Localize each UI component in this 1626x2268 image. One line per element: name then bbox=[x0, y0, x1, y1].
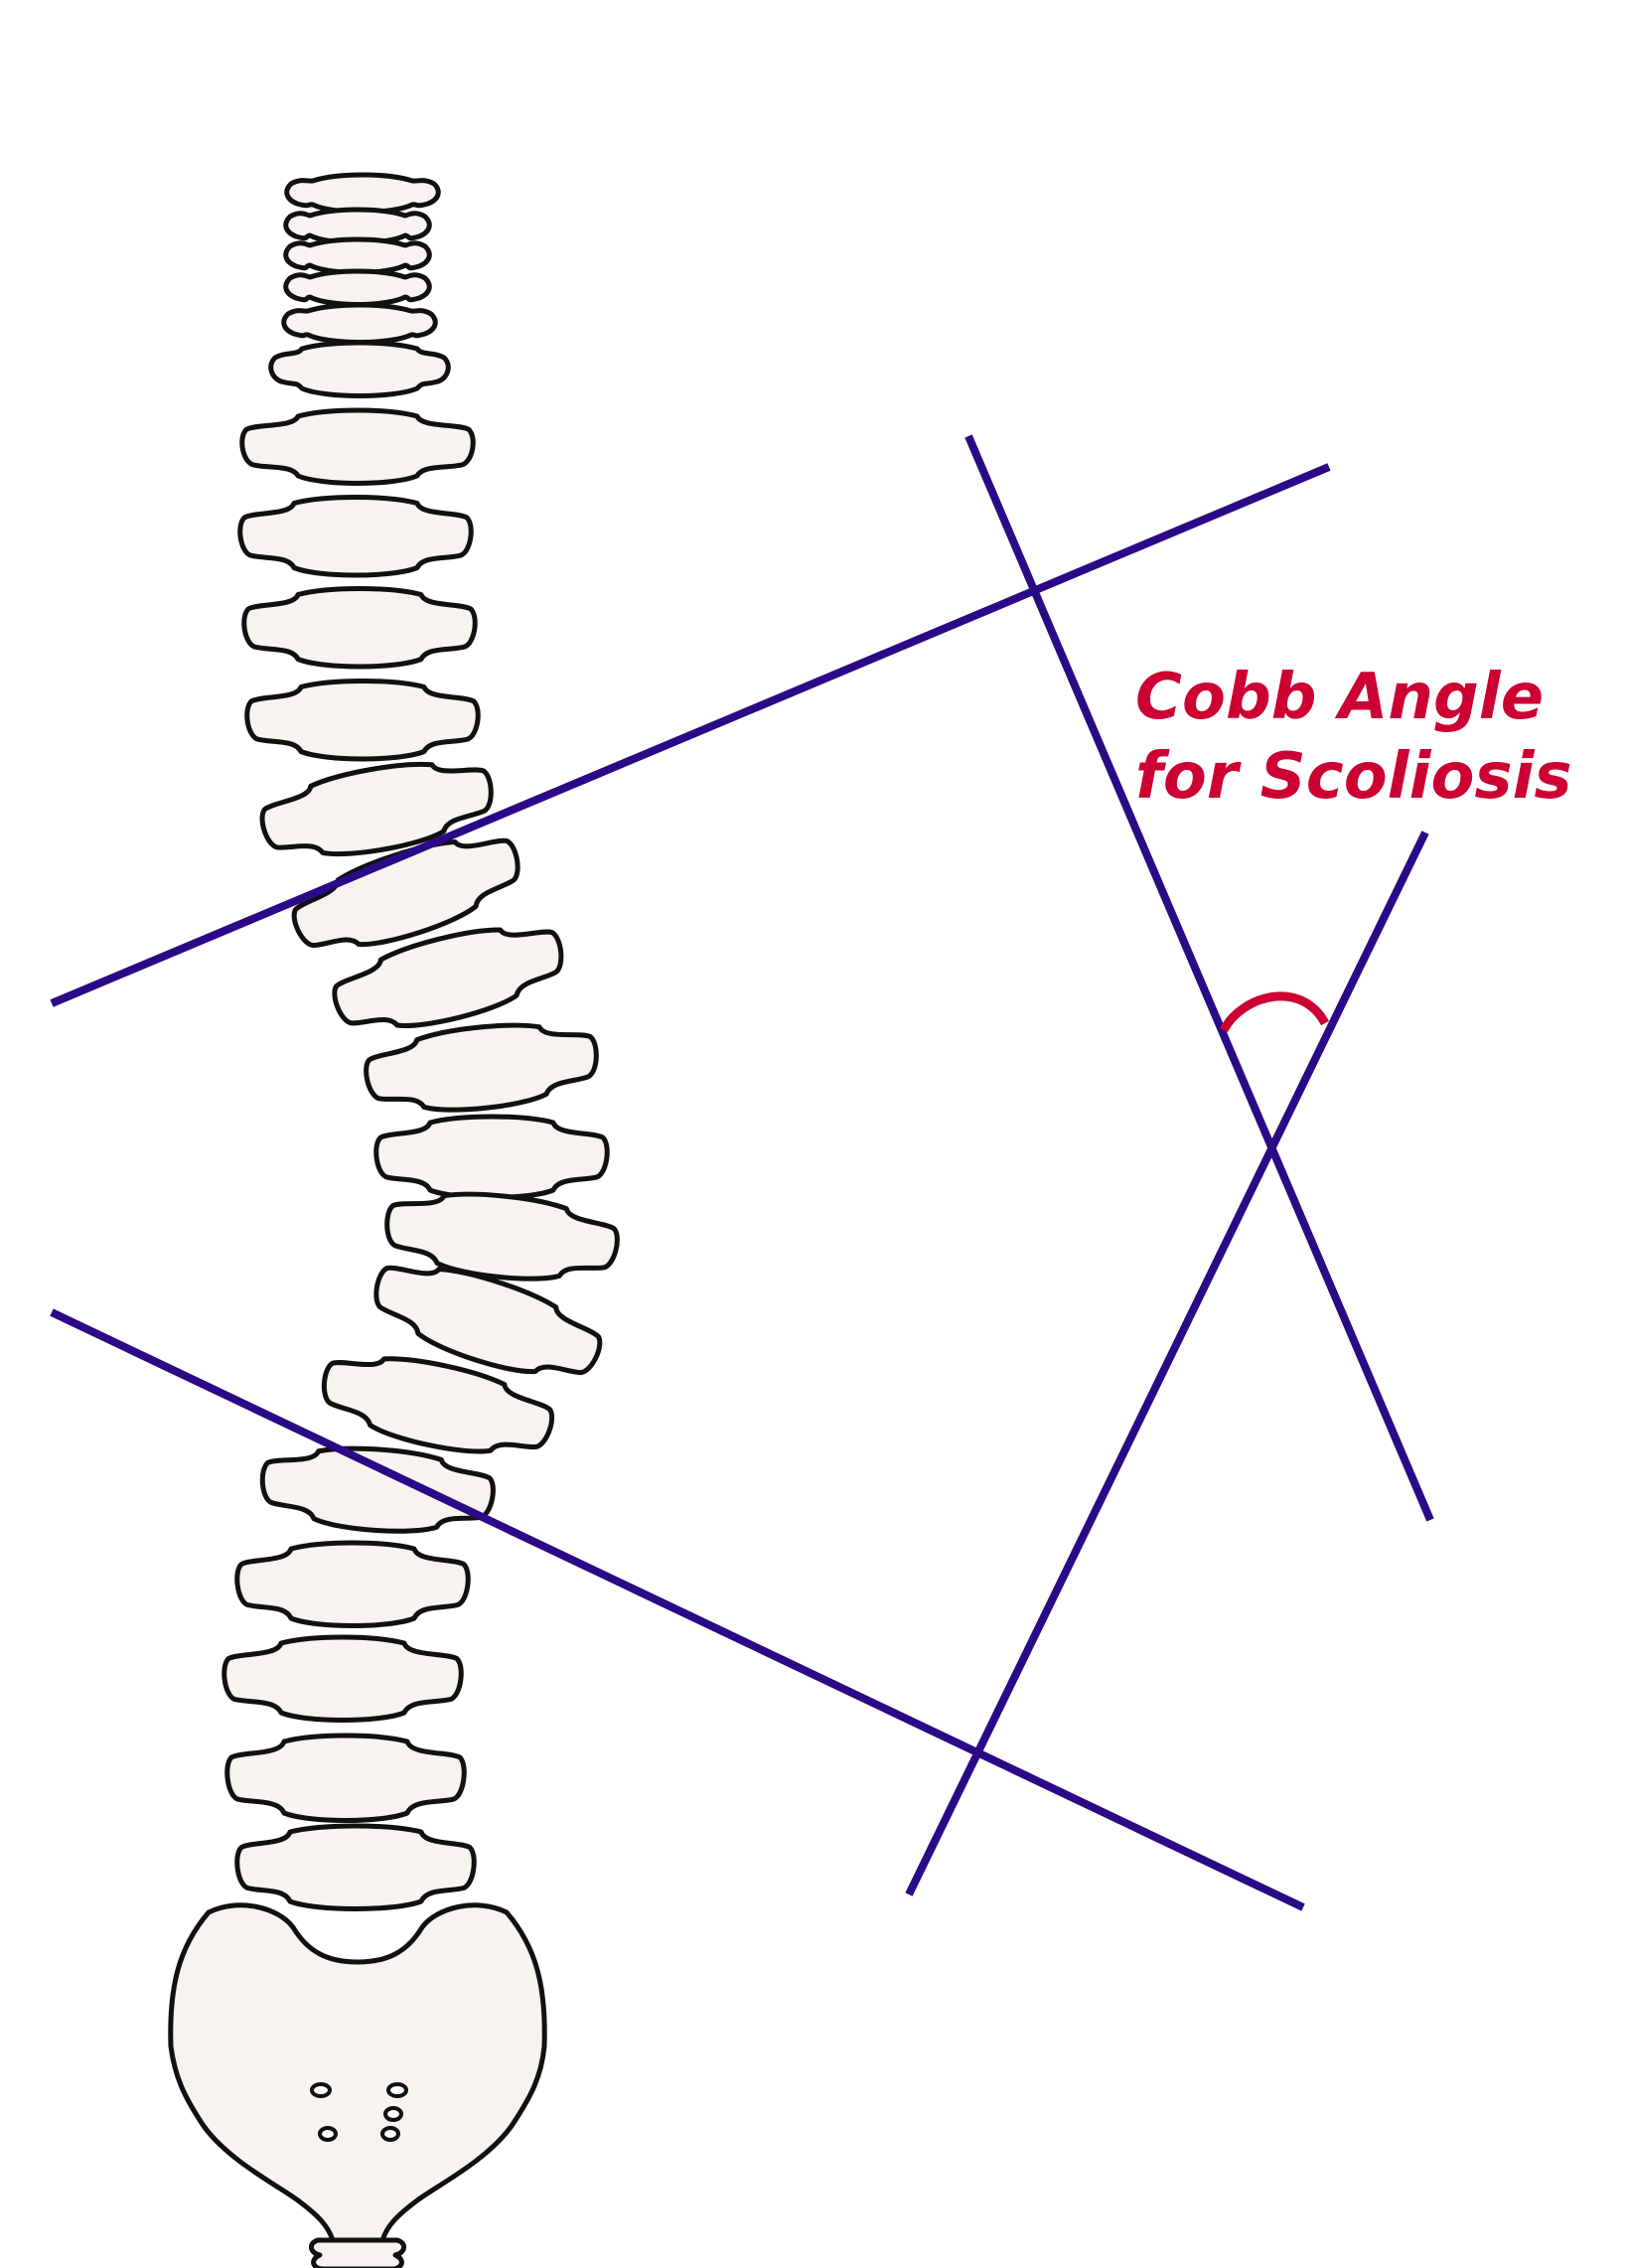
vertebra bbox=[283, 207, 432, 245]
lower-endplate-line bbox=[50, 1308, 1305, 1911]
vertebra bbox=[239, 407, 476, 486]
vertebra bbox=[284, 172, 441, 215]
sacral-foramen bbox=[386, 2082, 408, 2098]
angle-arc bbox=[1220, 991, 1329, 1033]
vertebra bbox=[234, 1823, 477, 1911]
upper-endplate-line bbox=[50, 463, 1331, 1007]
vertebra bbox=[244, 679, 481, 762]
vertebra bbox=[241, 586, 478, 670]
vertebra bbox=[281, 302, 438, 345]
vertebra bbox=[332, 927, 564, 1029]
vertebra bbox=[259, 761, 494, 857]
lower-perpendicular-line bbox=[905, 831, 1429, 1896]
sacral-foramen bbox=[318, 2126, 338, 2142]
vertebra bbox=[321, 1356, 555, 1454]
vertebra bbox=[268, 340, 451, 398]
vertebra bbox=[224, 1733, 467, 1823]
diagram-label-line1: Cobb Angle bbox=[1135, 661, 1545, 734]
vertebra bbox=[222, 1634, 464, 1723]
vertebra bbox=[234, 1540, 471, 1628]
vertebra bbox=[237, 495, 474, 578]
vertebra bbox=[259, 1445, 496, 1534]
vertebra bbox=[283, 268, 432, 307]
vertebra bbox=[384, 1191, 620, 1282]
vertebra bbox=[373, 1114, 610, 1200]
diagram-label-line2: for Scoliosis bbox=[1135, 740, 1572, 814]
sacral-foramen bbox=[383, 2106, 403, 2122]
sacral-foramen bbox=[310, 2082, 332, 2098]
vertebra bbox=[283, 236, 432, 275]
spine-illustration bbox=[222, 172, 620, 1911]
vertebra bbox=[291, 837, 520, 949]
vertebra bbox=[364, 1022, 599, 1113]
sacrum-shape bbox=[168, 1902, 547, 2268]
upper-perpendicular-line bbox=[964, 434, 1434, 1522]
sacral-foramen bbox=[380, 2126, 400, 2142]
vertebra bbox=[373, 1265, 603, 1376]
